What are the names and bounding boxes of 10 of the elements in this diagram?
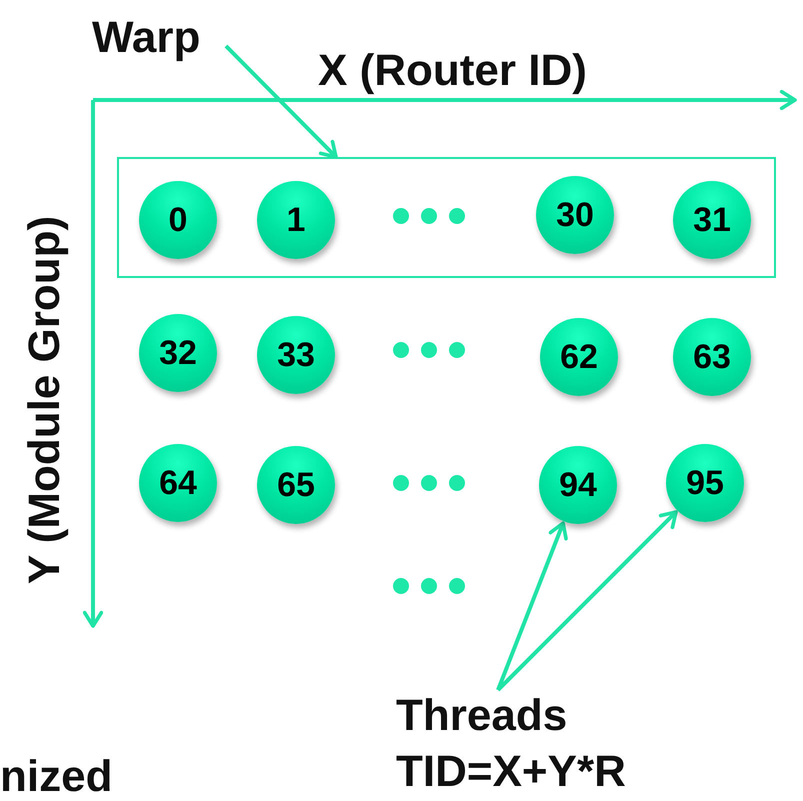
node-label: TID=X+Y*R bbox=[396, 746, 627, 798]
arrow bbox=[224, 44, 338, 159]
node-label: Warp bbox=[92, 12, 202, 64]
arrow bbox=[496, 510, 678, 692]
node-label: Threads bbox=[396, 690, 568, 742]
arrow bbox=[496, 521, 568, 691]
axis-label: X (Router ID) bbox=[318, 46, 587, 96]
axis-label: nized bbox=[0, 752, 112, 801]
warp-box bbox=[117, 157, 776, 278]
axis-label: Y (Module Group) bbox=[20, 216, 70, 584]
